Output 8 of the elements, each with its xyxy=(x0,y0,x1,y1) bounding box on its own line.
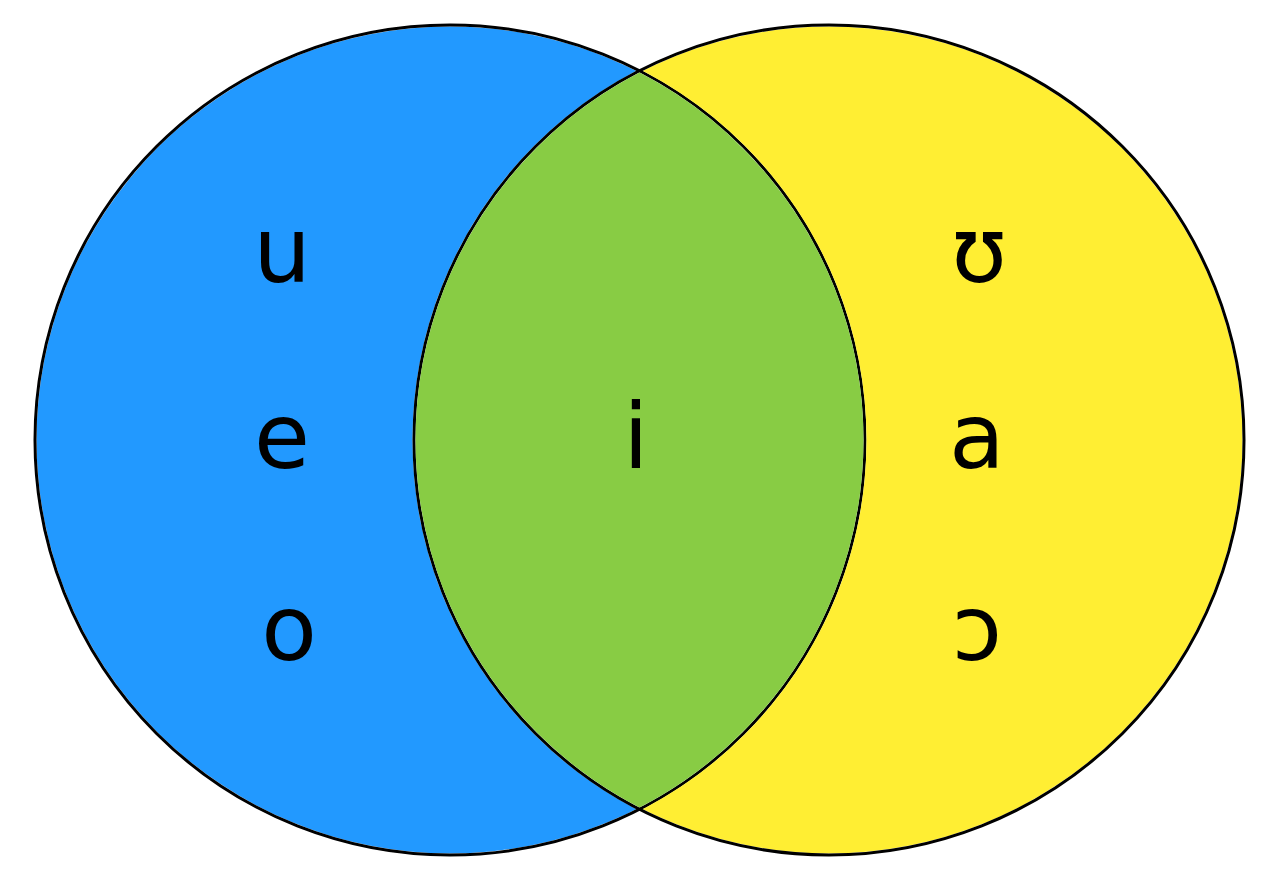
phonetic-symbol: a xyxy=(948,391,1006,482)
phonetic-symbol: ʊ xyxy=(949,205,1009,296)
phonetic-symbol: ɔ xyxy=(951,583,1003,674)
phonetic-symbol: u xyxy=(252,205,312,296)
phonetic-symbol: o xyxy=(260,583,318,674)
phonetic-symbol: e xyxy=(253,391,311,482)
venn-overlap xyxy=(415,72,864,808)
phonetic-symbol: i xyxy=(622,391,650,482)
